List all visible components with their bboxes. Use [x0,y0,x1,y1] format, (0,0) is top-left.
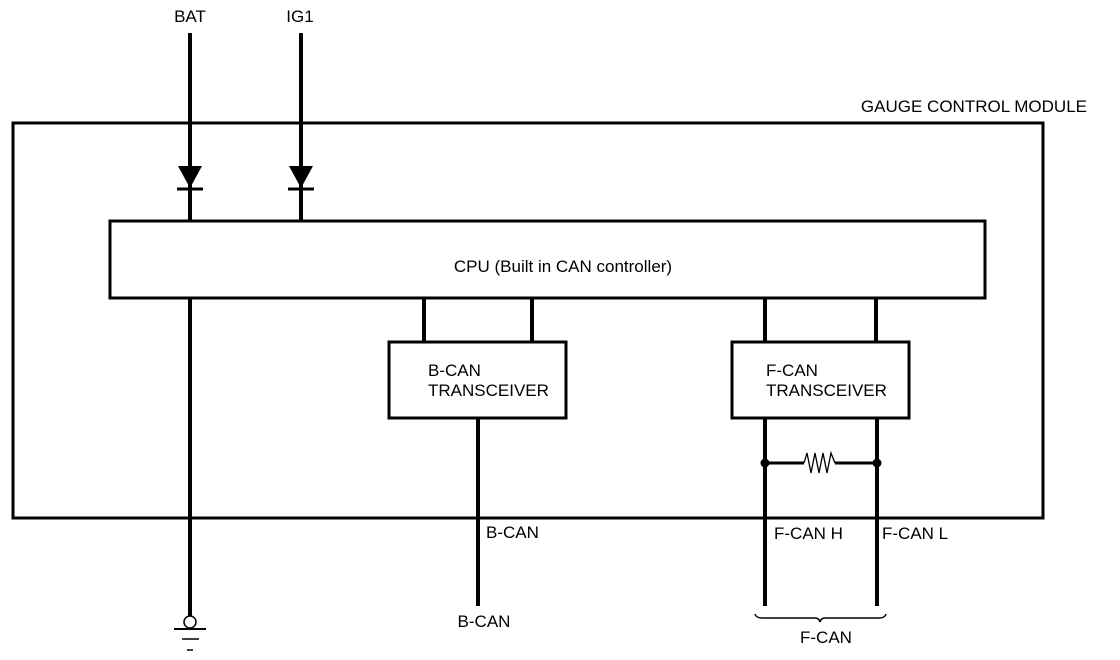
termination-resistor-icon [760,450,882,474]
f-can-transceiver-line2: TRANSCEIVER [766,381,887,400]
module-title: GAUGE CONTROL MODULE [861,97,1087,116]
f-can-group-label: F-CAN [800,628,852,647]
b-can-transceiver-line1: B-CAN [428,361,481,380]
cpu-label: CPU (Built in CAN controller) [454,257,672,276]
b-can-transceiver-block [387,340,568,420]
f-can-transceiver-block [730,340,911,420]
cpu-block [108,219,987,300]
f-can-h-label: F-CAN H [774,524,843,543]
bat-label: BAT [174,7,206,26]
f-can-l-label: F-CAN L [882,524,948,543]
b-can-inner-label: B-CAN [486,523,539,542]
f-can-transceiver-line1: F-CAN [766,361,818,380]
b-can-transceiver-line2: TRANSCEIVER [428,381,549,400]
f-can-brace [754,613,887,623]
module-boundary [11,121,1045,520]
ig1-label: IG1 [286,7,313,26]
b-can-outer-label: B-CAN [458,612,511,631]
bat-diode-icon [177,166,203,191]
ig1-diode-icon [288,166,314,191]
ground-icon [174,615,206,651]
